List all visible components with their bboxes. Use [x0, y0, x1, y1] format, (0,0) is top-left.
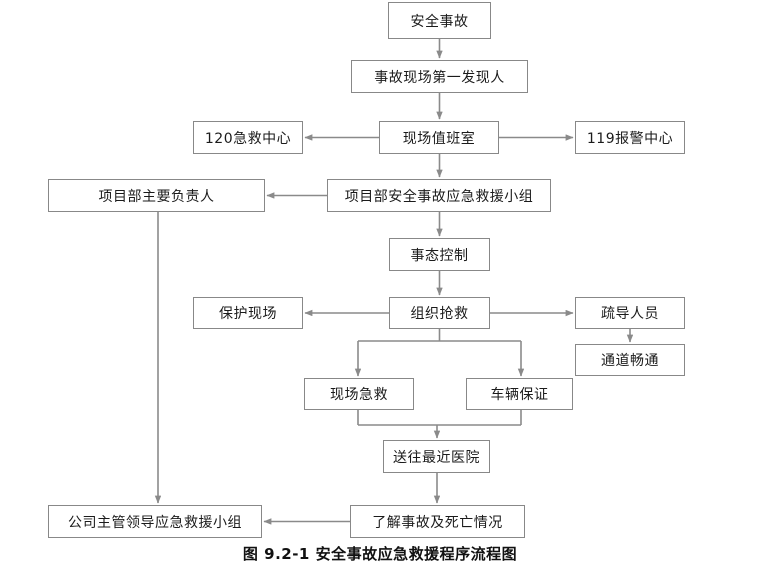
node-duty-room[interactable]: 现场值班室: [379, 121, 499, 154]
node-alarm-119-label: 119报警中心: [586, 130, 674, 147]
node-first-aid-label: 现场急救: [330, 387, 388, 403]
node-ems-120-label: 120急救中心: [204, 130, 292, 147]
node-nearest-hospital[interactable]: 送往最近医院: [383, 440, 490, 473]
node-project-leader[interactable]: 项目部主要负责人: [48, 179, 265, 212]
node-company-team[interactable]: 公司主管领导应急救援小组: [48, 505, 262, 538]
node-protect-scene-label: 保护现场: [219, 306, 277, 322]
node-guide-people-label: 疏导人员: [601, 306, 659, 322]
node-vehicle-assure[interactable]: 车辆保证: [466, 378, 573, 410]
node-project-leader-label: 项目部主要负责人: [98, 188, 215, 205]
node-understand-case-label: 了解事故及死亡情况: [372, 514, 503, 531]
node-duty-room-label: 现场值班室: [402, 130, 476, 147]
node-company-team-label: 公司主管领导应急救援小组: [68, 514, 242, 531]
node-organize-rescue[interactable]: 组织抢救: [389, 297, 490, 329]
node-accident[interactable]: 安全事故: [388, 2, 491, 39]
node-clear-passage[interactable]: 通道畅通: [575, 344, 685, 376]
node-understand-case[interactable]: 了解事故及死亡情况: [350, 505, 525, 538]
edge-merge-bus-to-hospital: [357, 410, 522, 426]
node-organize-rescue-label: 组织抢救: [410, 306, 469, 322]
node-first-finder[interactable]: 事故现场第一发现人: [351, 60, 528, 93]
node-clear-passage-label: 通道畅通: [601, 353, 659, 369]
node-alarm-119[interactable]: 119报警中心: [575, 121, 685, 154]
node-ems-120[interactable]: 120急救中心: [193, 121, 303, 154]
node-rescue-team[interactable]: 项目部安全事故应急救援小组: [327, 179, 551, 212]
node-first-finder-label: 事故现场第一发现人: [374, 69, 505, 86]
node-nearest-hospital-label: 送往最近医院: [393, 449, 480, 466]
node-rescue-team-label: 项目部安全事故应急救援小组: [344, 188, 534, 205]
node-guide-people[interactable]: 疏导人员: [575, 297, 685, 329]
node-situation-control-label: 事态控制: [410, 247, 469, 264]
node-first-aid[interactable]: 现场急救: [304, 378, 414, 410]
node-protect-scene[interactable]: 保护现场: [193, 297, 303, 329]
edge-organize-rescue-split-bus: [358, 329, 521, 342]
figure-caption: 图 9.2-1 安全事故应急救援程序流程图: [242, 545, 518, 563]
node-accident-label: 安全事故: [410, 13, 469, 30]
node-vehicle-assure-label: 车辆保证: [490, 387, 549, 403]
node-situation-control[interactable]: 事态控制: [389, 238, 490, 271]
